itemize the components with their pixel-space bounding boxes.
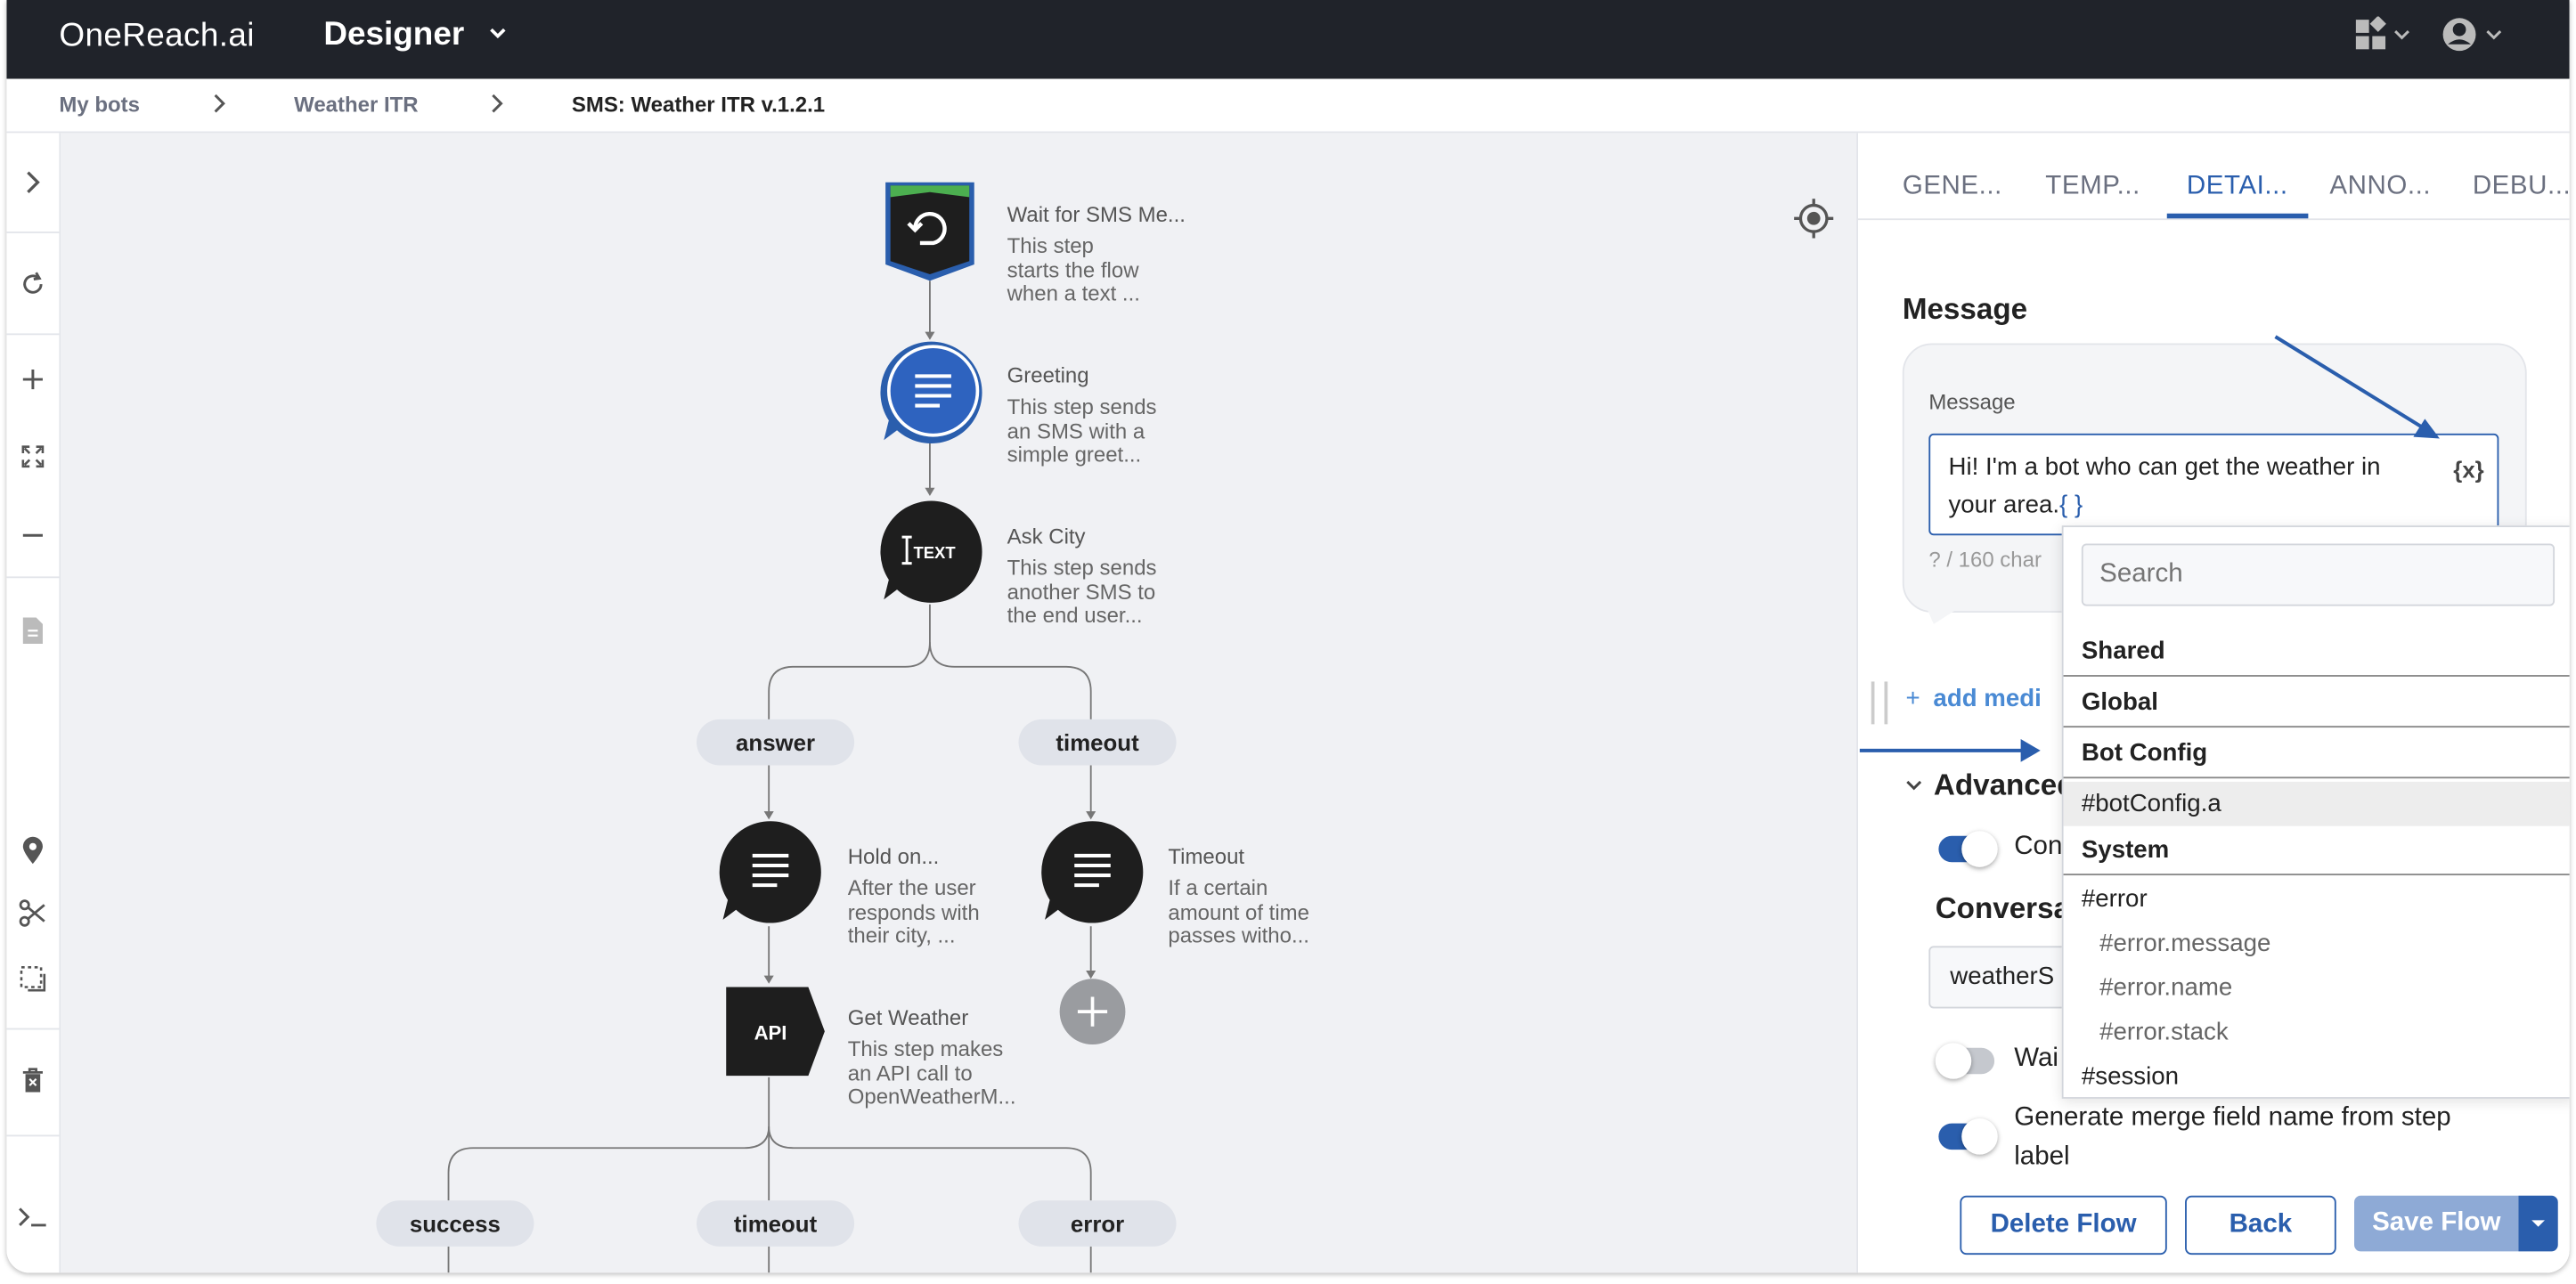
scissors-icon[interactable] bbox=[16, 897, 49, 930]
save-options-button[interactable] bbox=[2518, 1195, 2558, 1252]
branch-timeout[interactable]: timeout bbox=[1018, 719, 1177, 766]
toggle-switch-on[interactable] bbox=[1938, 1118, 1998, 1155]
node-greeting-icon[interactable] bbox=[877, 338, 986, 455]
tab-details[interactable]: DETAI... bbox=[2186, 172, 2288, 201]
branch-success[interactable]: success bbox=[376, 1200, 534, 1247]
group-shared[interactable]: Shared bbox=[2063, 630, 2570, 677]
panel-footer: Delete Flow Back Save Flow bbox=[1858, 1175, 2570, 1273]
message-input[interactable]: Hi! I'm a bot who can get the weather in… bbox=[1928, 433, 2499, 536]
merge-field-token[interactable]: { } bbox=[2059, 491, 2083, 519]
top-bar: OneReach.ai Designer bbox=[6, 0, 2570, 79]
toggle-label: Con bbox=[2014, 833, 2063, 861]
branch-answer[interactable]: answer bbox=[697, 719, 855, 766]
group-system[interactable]: System bbox=[2063, 829, 2570, 876]
delete-icon[interactable] bbox=[16, 1064, 49, 1097]
zoom-in-icon[interactable] bbox=[16, 363, 49, 396]
node-ask-city-icon[interactable]: TEXT bbox=[877, 498, 986, 614]
recenter-icon[interactable] bbox=[1794, 199, 1834, 246]
char-count: ? / 160 char bbox=[1928, 547, 2042, 572]
branch-timeout[interactable]: timeout bbox=[697, 1200, 855, 1247]
merge-field-option[interactable]: #session bbox=[2081, 1062, 2180, 1091]
node-title: Wait for SMS Me... bbox=[1007, 201, 1186, 227]
tab-debug[interactable]: DEBU... bbox=[2472, 172, 2570, 201]
group-global[interactable]: Global bbox=[2063, 681, 2570, 728]
message-text: Hi! I'm a bot who can get the weather in… bbox=[1948, 453, 2381, 519]
merge-field-option[interactable]: #error.stack bbox=[2099, 1018, 2229, 1046]
message-card-tail bbox=[1923, 601, 1970, 624]
merge-field-option[interactable]: #error.message bbox=[2099, 929, 2271, 958]
breadcrumb: My bots Weather ITR SMS: Weather ITR v.1… bbox=[6, 78, 2570, 134]
group-bot-config[interactable]: Bot Config bbox=[2063, 733, 2570, 779]
advanced-section-title[interactable]: Advanced bbox=[1933, 768, 2075, 802]
generate-merge-field-label: Generate merge field name from step labe… bbox=[2014, 1103, 2451, 1172]
flow-connectors bbox=[447, 280, 1096, 1273]
add-media-button[interactable]: +add medi bbox=[1905, 685, 2042, 713]
app-logo[interactable]: OneReach.ai bbox=[59, 18, 255, 54]
section-title: Message bbox=[1902, 292, 2028, 326]
zoom-out-icon[interactable] bbox=[16, 519, 49, 552]
terminal-icon[interactable] bbox=[16, 1200, 49, 1233]
location-pin-icon[interactable] bbox=[16, 834, 49, 867]
select-area-icon[interactable] bbox=[16, 963, 49, 996]
tab-general[interactable]: GENE... bbox=[1902, 172, 2002, 201]
save-flow-button[interactable]: Save Flow bbox=[2354, 1195, 2519, 1252]
svg-text:API: API bbox=[754, 1022, 787, 1044]
node-hold-on-icon[interactable] bbox=[716, 818, 825, 935]
chevron-right-icon bbox=[210, 90, 230, 121]
chevron-down-icon[interactable] bbox=[486, 21, 509, 53]
toggle-switch-off[interactable] bbox=[1935, 1043, 1995, 1079]
node-title: Greeting bbox=[1007, 362, 1089, 388]
active-tab-indicator bbox=[2166, 213, 2309, 219]
merge-field-option[interactable]: #botConfig.a bbox=[2063, 781, 2570, 826]
chevron-down-icon[interactable] bbox=[1904, 774, 1924, 803]
svg-text:TEXT: TEXT bbox=[913, 543, 956, 562]
merge-field-option[interactable]: #error.name bbox=[2099, 973, 2233, 1003]
node-title: Ask City bbox=[1007, 524, 1086, 549]
app-title[interactable]: Designer bbox=[323, 16, 465, 53]
node-title: Get Weather bbox=[847, 1004, 969, 1030]
back-button[interactable]: Back bbox=[2185, 1195, 2336, 1256]
conversation-label: Conversa bbox=[1935, 891, 2071, 925]
tab-template[interactable]: TEMP... bbox=[2045, 172, 2140, 201]
breadcrumb-weather-itr[interactable]: Weather ITR bbox=[294, 92, 419, 117]
expand-panel-icon[interactable] bbox=[16, 166, 49, 199]
node-timeout-icon[interactable] bbox=[1039, 818, 1147, 935]
toggle-label: Wai bbox=[2014, 1044, 2058, 1073]
refresh-icon[interactable] bbox=[16, 268, 49, 301]
user-avatar-icon[interactable] bbox=[2441, 16, 2504, 61]
delete-flow-button[interactable]: Delete Flow bbox=[1960, 1195, 2167, 1256]
merge-field-dropdown: Shared Global Bot Config #botConfig.a Sy… bbox=[2061, 525, 2570, 1099]
breadcrumb-current-flow: SMS: Weather ITR v.1.2.1 bbox=[571, 92, 826, 117]
resize-handle[interactable] bbox=[1871, 681, 1888, 725]
node-title: Hold on... bbox=[847, 844, 940, 869]
branch-error[interactable]: error bbox=[1018, 1200, 1177, 1247]
node-title: Timeout bbox=[1168, 844, 1245, 869]
left-toolbar bbox=[6, 133, 61, 1273]
merge-field-icon[interactable]: {x} bbox=[2453, 456, 2484, 484]
chevron-right-icon bbox=[488, 90, 508, 121]
apps-icon[interactable] bbox=[2352, 15, 2411, 61]
fit-screen-icon[interactable] bbox=[16, 440, 49, 473]
breadcrumb-my-bots[interactable]: My bots bbox=[59, 92, 141, 117]
merge-field-search-input[interactable] bbox=[2081, 543, 2556, 606]
node-wait-for-sms-icon[interactable] bbox=[881, 179, 980, 292]
document-icon[interactable] bbox=[16, 614, 49, 647]
add-step-button[interactable] bbox=[1058, 977, 1127, 1054]
toggle-switch-on[interactable] bbox=[1938, 831, 1998, 867]
panel-tabs: GENE... TEMP... DETAI... ANNO... DEBU... bbox=[1858, 133, 2570, 221]
tab-annotations[interactable]: ANNO... bbox=[2329, 172, 2432, 201]
app-window: OneReach.ai Designer My bots Weather ITR… bbox=[6, 0, 2570, 1273]
merge-field-option[interactable]: #error bbox=[2081, 885, 2148, 914]
message-label: Message bbox=[1928, 389, 2016, 414]
node-get-weather-icon[interactable]: API bbox=[723, 984, 828, 1091]
